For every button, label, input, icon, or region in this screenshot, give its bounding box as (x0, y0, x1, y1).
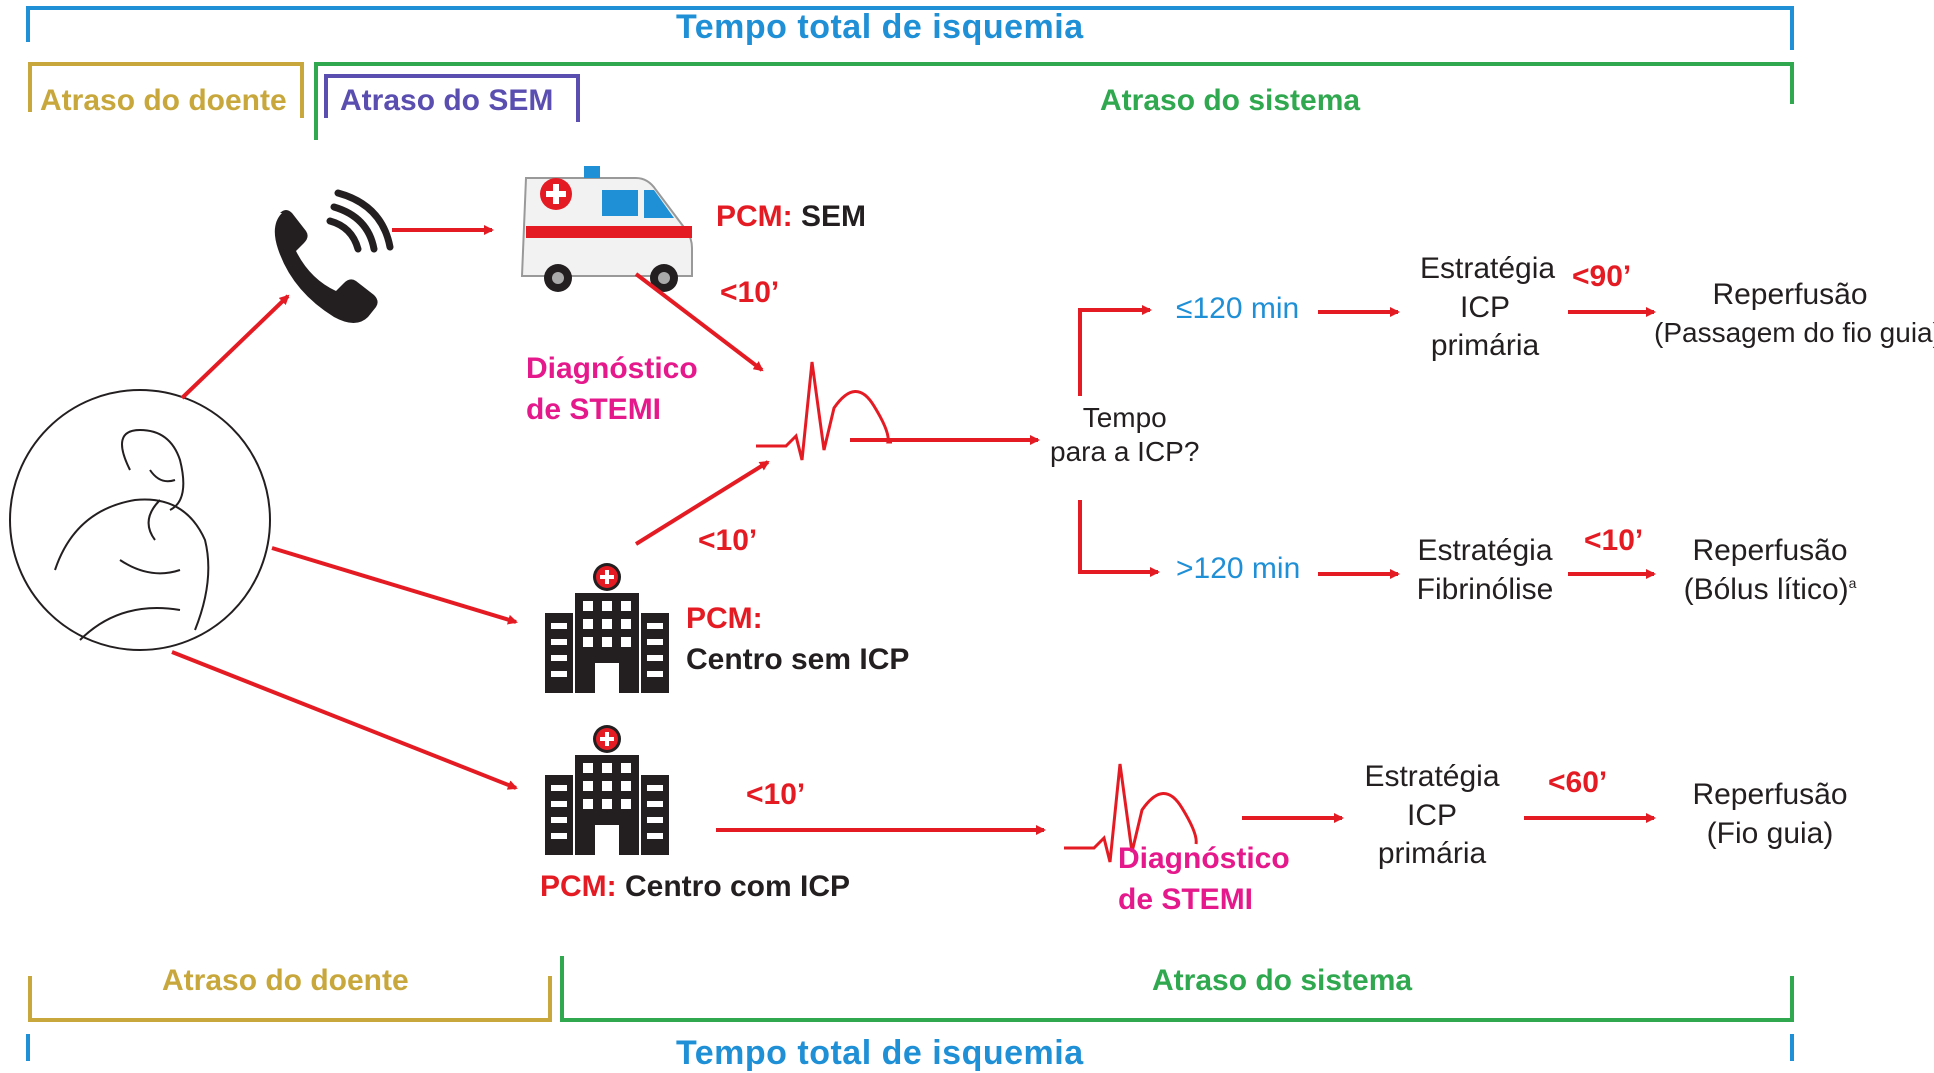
strategy-line-1: Estratégia (1364, 760, 1500, 793)
arrow-decision-up (1078, 305, 1152, 396)
decision-line-2: para a ICP? (1050, 436, 1200, 468)
diagnosis-line-2: de STEMI (1118, 882, 1254, 916)
hospital-icon (545, 725, 669, 855)
pcm-pci-label: PCM: Centro com ICP (540, 870, 850, 905)
pcm-name: Centro com ICP (625, 870, 851, 903)
strategy-line-1: Estratégia (1420, 252, 1556, 285)
reperfusion-line-1: Reperfusão (1692, 534, 1848, 567)
reperfusion-line-1: Reperfusão (1692, 778, 1848, 811)
total-ischemia-title-top: Tempo total de isquemia (676, 8, 1084, 46)
diagnosis-line-1: Diagnóstico (1118, 842, 1290, 875)
reperfusion-line-2: (Bólus lítico)a (1670, 573, 1870, 608)
pcm-name: Centro sem ICP (686, 642, 910, 676)
ems-delay-bracket-top (324, 74, 580, 122)
pci-diagnosis-label: Diagnóstico de STEMI (1118, 842, 1290, 917)
strategy-line-3: primária (1430, 329, 1540, 362)
ems-delay-label-top: Atraso do SEM (340, 84, 554, 117)
arrow-decision-down (1078, 500, 1160, 577)
pci-reperfusion-label: Reperfusão (Fio guia) (1660, 778, 1880, 851)
reperfusion-text: (Bólus lítico) (1683, 572, 1849, 606)
threshold-gt120: >120 min (1176, 552, 1301, 585)
threshold-le120: ≤120 min (1176, 292, 1300, 325)
pcm-ems-label: PCM: SEM (716, 200, 866, 235)
ems-time-label: <10’ (720, 276, 780, 309)
total-ischemia-title-bottom: Tempo total de isquemia (676, 1034, 1084, 1072)
arrow-ems-to-ecg (634, 272, 764, 372)
decision-line-1: Tempo (1082, 402, 1167, 433)
reperfusion-line-1: Reperfusão (1712, 278, 1868, 311)
total-ischemia-bracket-bottom (26, 1034, 1794, 1061)
reperfusion-line-2: (Fio guia) (1706, 816, 1834, 850)
system-delay-label-top: Atraso do sistema (1100, 84, 1361, 117)
system-delay-bracket-bottom (560, 956, 1794, 1022)
patient-delay-label-bottom: Atraso do doente (162, 964, 409, 997)
ambulance-icon (520, 166, 693, 292)
arrow-patient-to-pci (171, 650, 518, 790)
patient-illustration (9, 389, 271, 651)
lower-time-label: <10’ (1584, 524, 1644, 557)
pci-time2-label: <60’ (1548, 766, 1608, 799)
footnote-marker: a (1848, 574, 1857, 591)
hospital-icon (545, 563, 669, 693)
diagnosis-line-2: de STEMI (526, 392, 662, 426)
system-delay-label-bottom: Atraso do sistema (1152, 964, 1413, 997)
reperfusion-line-2: (Passagem do fio guia) (1654, 316, 1934, 348)
upper-reperfusion-label: Reperfusão (Passagem do fio guia) (1654, 278, 1934, 349)
lower-strategy-label: Estratégia Fibrinólise (1414, 534, 1556, 607)
decision-label: Tempo para a ICP? (1050, 402, 1199, 468)
stemi-diagnosis-label: Diagnóstico de STEMI (526, 352, 698, 427)
patient-delay-bracket-top (28, 62, 304, 118)
strategy-line-2: Fibrinólise (1416, 572, 1554, 606)
strategy-line-1: Estratégia (1417, 534, 1553, 567)
patient-delay-label-top: Atraso do doente (40, 84, 287, 117)
system-delay-bracket-top (314, 62, 1794, 140)
pci-time-label: <10’ (746, 778, 806, 811)
phone-icon (274, 189, 394, 323)
upper-time-label: <90’ (1572, 260, 1632, 293)
pcm-prefix: PCM: (686, 602, 763, 635)
arrow-patient-to-phone (180, 294, 290, 400)
arrow-nonpci-to-ecg (634, 460, 770, 546)
ecg-icon (1064, 763, 1198, 863)
strategy-line-2: ICP (1459, 290, 1510, 324)
nonpci-time-label: <10’ (698, 524, 758, 557)
total-ischemia-bracket-top (26, 6, 1794, 50)
pcm-prefix: PCM: (540, 870, 617, 903)
diagnosis-line-1: Diagnóstico (526, 352, 698, 385)
pcm-nonpci-label: PCM: Centro sem ICP (686, 602, 909, 677)
strategy-line-3: primária (1377, 837, 1487, 870)
upper-strategy-label: Estratégia ICP primária (1420, 252, 1556, 364)
arrow-patient-to-nonpci (271, 546, 518, 625)
strategy-line-2: ICP (1406, 798, 1457, 832)
pci-strategy-label: Estratégia ICP primária (1362, 760, 1502, 872)
patient-delay-bracket-bottom (28, 976, 552, 1022)
pcm-name: SEM (801, 200, 867, 233)
ecg-icon (756, 361, 892, 461)
pcm-prefix: PCM: (716, 200, 793, 233)
lower-reperfusion-label: Reperfusão (Bólus lítico)a (1670, 534, 1870, 607)
